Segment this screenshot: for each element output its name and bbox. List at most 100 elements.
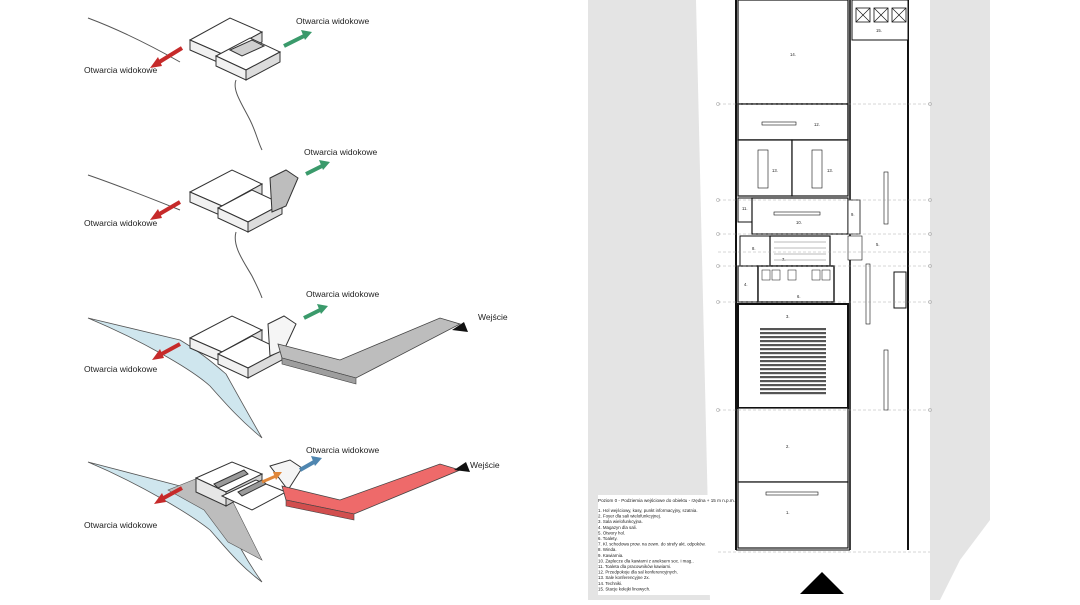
legend-item: 7. Kl. schodowa prow. na zewn. do strefy… bbox=[598, 542, 706, 547]
seat-row bbox=[760, 376, 826, 379]
room-13-a bbox=[737, 139, 793, 197]
room-6-toilets bbox=[757, 265, 835, 303]
grid-markers bbox=[716, 102, 932, 412]
seat-row bbox=[760, 380, 826, 383]
view-openings-label: Otwarcia widokowe bbox=[304, 147, 377, 157]
room-number-5: 5. bbox=[876, 242, 880, 247]
seat-row bbox=[760, 372, 826, 375]
view-openings-label: Otwarcia widokowe bbox=[84, 218, 157, 228]
grid-lines bbox=[718, 103, 930, 553]
legend-item: 3. Sala wielofunkcyjna. bbox=[598, 519, 643, 524]
terrain-line bbox=[234, 231, 263, 299]
room-5 bbox=[847, 171, 907, 411]
legend-item: 14. Techniki. bbox=[598, 581, 622, 586]
legend-item: 4. Magazyn dla sali. bbox=[598, 525, 637, 530]
room-number-1: 1. bbox=[786, 510, 790, 515]
room-number-4: 4. bbox=[744, 282, 748, 287]
arrow-red bbox=[150, 46, 184, 68]
seat-row bbox=[760, 360, 826, 363]
terrain-left bbox=[588, 0, 710, 600]
terrain-right bbox=[930, 0, 990, 600]
arrow-red bbox=[152, 342, 181, 360]
legend-item: 2. Foyer dla sali wielofunkcyjnej. bbox=[598, 514, 661, 519]
room-4 bbox=[737, 265, 759, 303]
seat-row bbox=[760, 344, 826, 347]
room-number-13: 13. bbox=[827, 168, 833, 173]
view-openings-label: Otwarcia widokowe bbox=[306, 289, 379, 299]
plan-legend: 1. Hol wejściowy, kasy, punkt informacyj… bbox=[598, 508, 706, 591]
room-number-3: 3. bbox=[786, 314, 790, 319]
room-13-b bbox=[791, 139, 849, 197]
seat-row bbox=[760, 356, 826, 359]
entrance-label: Wejście bbox=[470, 460, 500, 470]
room-number-2: 2. bbox=[786, 444, 790, 449]
legend-item: 6. Toalety. bbox=[598, 536, 618, 541]
legend-item: 13. Sale konferencyjne 2x. bbox=[598, 575, 650, 580]
seat-row bbox=[760, 348, 826, 351]
arrow-green bbox=[283, 30, 312, 48]
room-12 bbox=[737, 103, 849, 141]
entrance-marker bbox=[452, 322, 468, 332]
seat-row bbox=[760, 388, 826, 391]
massing-diagram-2: Otwarcia widokowe Otwarcia widokowe bbox=[84, 147, 377, 299]
floor-plan: 14. 15. 12. 13. 13. 11. 10. 9. 8. 7. 5. … bbox=[588, 0, 990, 600]
legend-item: 15. Stacje kolejki linowych. bbox=[598, 586, 650, 591]
view-openings-label: Otwarcia widokowe bbox=[296, 16, 369, 26]
seat-row bbox=[760, 364, 826, 367]
room-8 bbox=[739, 235, 771, 267]
entrance-label: Wejście bbox=[478, 312, 508, 322]
room-number-9: 9. bbox=[851, 212, 855, 217]
seat-row bbox=[760, 368, 826, 371]
legend-item: 12. Przedpokoje dla sal konferencyjnych. bbox=[598, 570, 678, 575]
room-number-10: 10. bbox=[796, 220, 802, 225]
legend-item: 5. Otwory hol. bbox=[598, 530, 625, 535]
view-openings-label: Otwarcia widokowe bbox=[84, 520, 157, 530]
path-entrance-red bbox=[281, 463, 462, 521]
seat-row bbox=[760, 384, 826, 387]
room-number-6: 6. bbox=[797, 294, 801, 299]
arrow-blue bbox=[299, 456, 322, 472]
legend-item: 9. Kawiarnia. bbox=[598, 553, 623, 558]
massing-diagram-4: Otwarcia widokowe Otwarcia widokowe Wejś… bbox=[84, 445, 500, 583]
view-openings-label: Otwarcia widokowe bbox=[84, 364, 157, 374]
legend-item: 1. Hol wejściowy, kasy, punkt informacyj… bbox=[598, 508, 698, 513]
room-9 bbox=[847, 199, 861, 235]
seat-row bbox=[760, 392, 826, 395]
seat-row bbox=[760, 340, 826, 343]
building-massing bbox=[188, 315, 297, 379]
seat-row bbox=[760, 336, 826, 339]
massing-diagram-3: Otwarcia widokowe Otwarcia widokowe Wejś… bbox=[84, 289, 508, 439]
room-number-7: 7. bbox=[782, 257, 786, 262]
room-2 bbox=[737, 407, 849, 483]
massing-diagram-1: Otwarcia widokowe Otwarcia widokowe bbox=[84, 16, 369, 151]
entrance-triangle bbox=[800, 572, 844, 594]
building-section bbox=[194, 459, 303, 511]
legend-panel bbox=[598, 495, 722, 595]
room-number-13: 13. bbox=[772, 168, 778, 173]
room-number-15: 15. bbox=[876, 28, 882, 33]
view-openings-label: Otwarcia widokowe bbox=[84, 65, 157, 75]
seat-row bbox=[760, 332, 826, 335]
seat-row bbox=[760, 352, 826, 355]
arrow-green bbox=[305, 160, 330, 176]
plan-level-title: Poziom 0 - Podziemia wejściowe do obiekt… bbox=[598, 498, 735, 503]
hall-seating bbox=[760, 328, 826, 395]
room-15 bbox=[851, 0, 909, 41]
building-massing bbox=[188, 169, 299, 233]
room-7-stairs bbox=[769, 235, 831, 267]
path-grey bbox=[277, 317, 462, 385]
terrain-line bbox=[234, 79, 263, 151]
room-number-14: 14. bbox=[790, 52, 796, 57]
legend-item: 10. Zaplecze dla kawiarni z aneksem soc.… bbox=[598, 558, 694, 563]
seat-row bbox=[760, 328, 826, 331]
arrow-orange bbox=[261, 472, 282, 484]
arrow-red bbox=[150, 200, 182, 220]
arrow-red bbox=[154, 486, 183, 504]
terrain-line bbox=[87, 174, 181, 211]
water-area bbox=[87, 317, 263, 439]
building-massing bbox=[188, 17, 282, 81]
room-10 bbox=[751, 197, 849, 235]
room-number-12: 12. bbox=[814, 122, 820, 127]
